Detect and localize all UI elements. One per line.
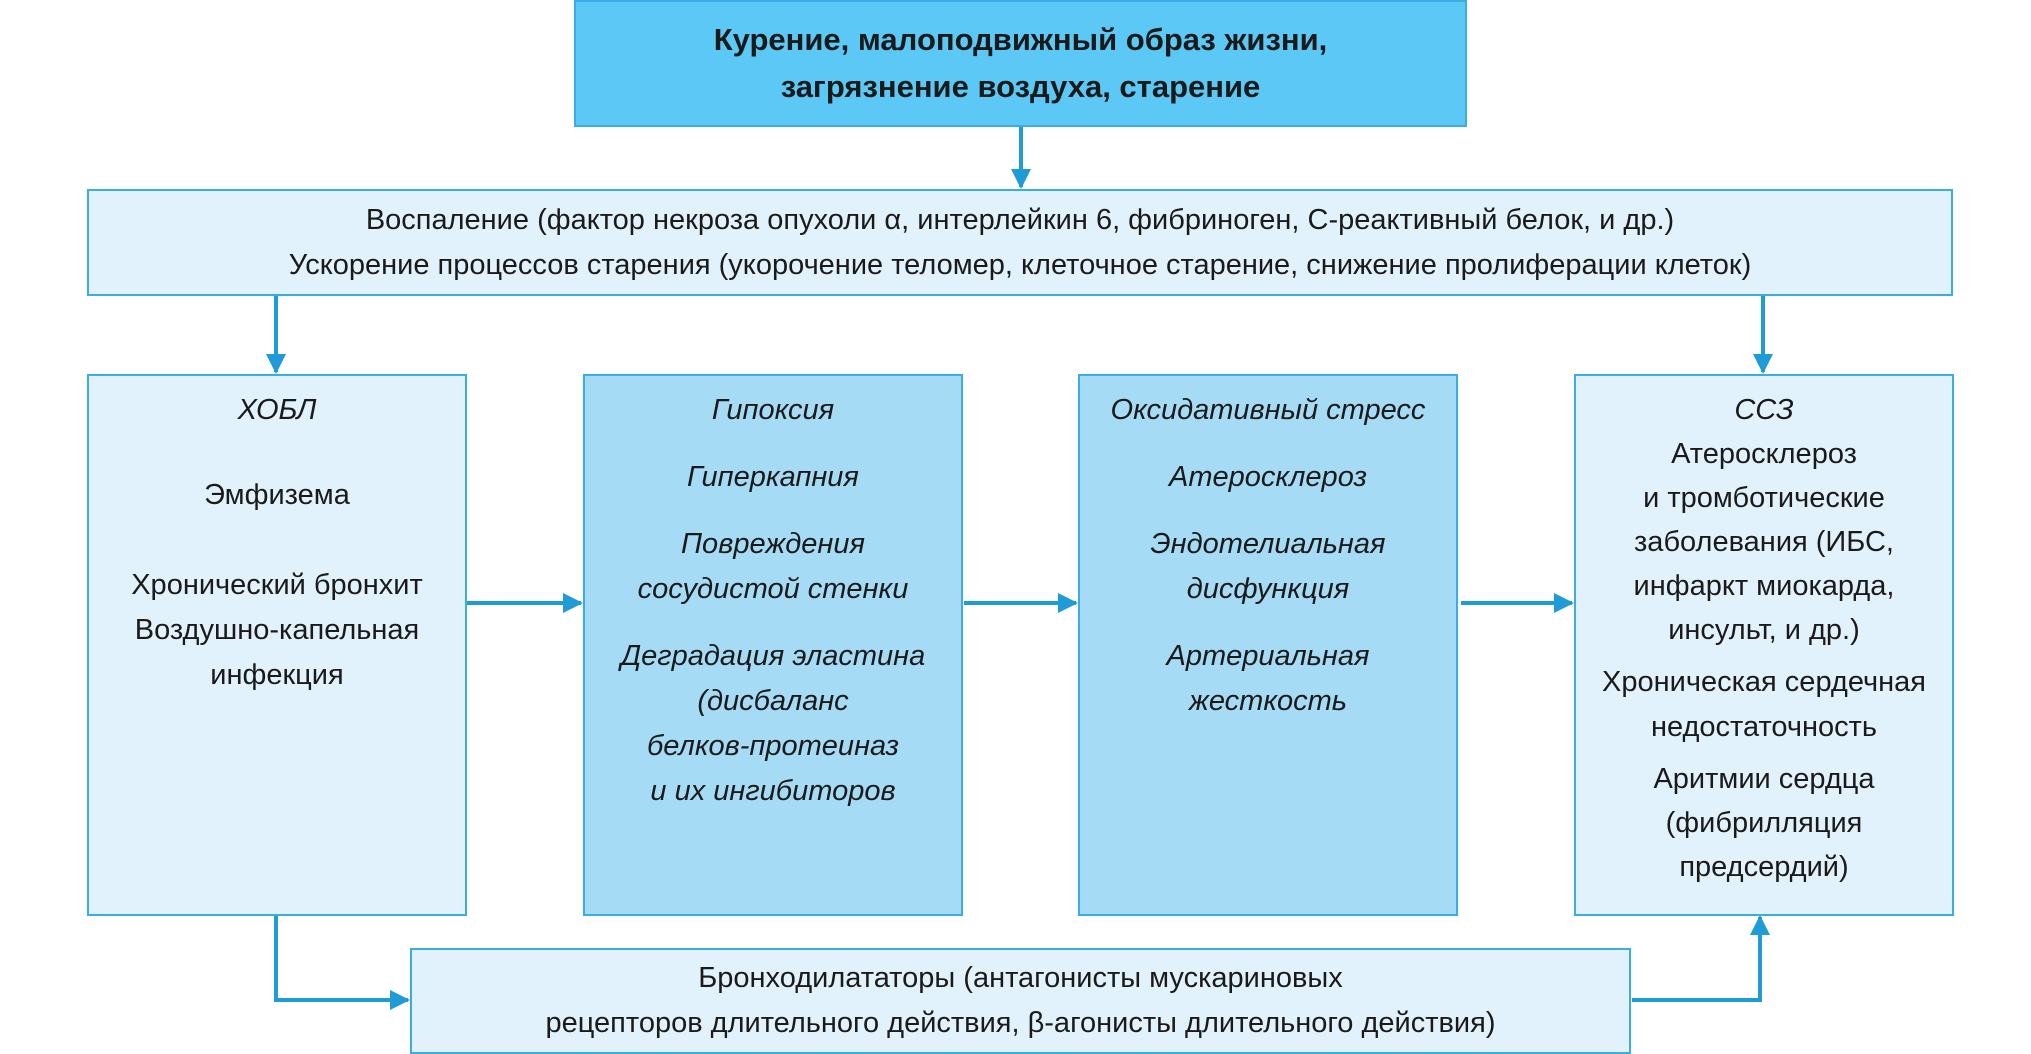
oxidative-item: Оксидативный стресс [1110,394,1426,426]
hypoxia-item: Повреждения [681,527,865,560]
hypoxia-item: Гипоксия [711,394,835,426]
cvd-item: Аритмии сердца [1653,762,1875,795]
hypoxia-item: Гиперкапния [687,460,859,493]
oxidative-item: Артериальная [1166,639,1370,672]
cvd-item: инсульт, и др.) [1668,614,1860,647]
cvd-title: ССЗ [1734,394,1794,426]
hypoxia-item: (дисбаланс [697,684,849,717]
cvd-item: недостаточность [1650,710,1878,743]
cvd-item: предсердий) [1679,850,1849,883]
arrow-bronchodilators-to-cvd [1632,915,1770,1002]
copd-item: Воздушно-капельная [134,613,420,646]
risk-factors-box: Курение, малоподвижный образ жизни, загр… [574,0,1467,127]
hypoxia-box: Гипоксия Гиперкапния Повреждения сосудис… [583,374,963,916]
arrow-copd-to-bronchodilators [274,915,410,1010]
copd-title: ХОБЛ [237,394,317,426]
hypoxia-item: белков-протеиназ [646,729,899,762]
risk-factors-line2: загрязнение воздуха, старение [780,68,1261,104]
cvd-item: и тромботические [1643,482,1885,515]
bronchodilators-line2: рецепторов длительного действия, β-агони… [545,1007,1496,1039]
oxidative-item: дисфункция [1186,572,1350,605]
oxidative-stress-box: Оксидативный стресс Атеросклероз Эндотел… [1078,374,1458,916]
oxidative-item: Атеросклероз [1169,460,1367,493]
copd-item: Хронический бронхит [131,568,423,601]
inflammation-box: Воспаление (фактор некроза опухоли α, ин… [87,189,1953,296]
oxidative-item: жесткость [1188,684,1348,717]
hypoxia-item: Деградация эластина [620,639,926,672]
inflammation-line1: Воспаление (фактор некроза опухоли α, ин… [365,203,1675,236]
hypoxia-item: сосудистой стенки [637,572,909,605]
cvd-item: заболевания (ИБС, [1634,526,1894,559]
cvd-item: Хроническая сердечная [1602,666,1926,699]
risk-factors-line1: Курение, малоподвижный образ жизни, [713,22,1328,57]
oxidative-item: Эндотелиальная [1150,527,1386,560]
cvd-item: инфаркт миокарда, [1633,570,1895,603]
bronchodilators-box: Бронходилататоры (антагонисты мускаринов… [410,948,1631,1054]
cvd-item: (фибрилляция [1665,806,1863,839]
copd-item: Эмфизема [204,478,350,511]
bronchodilators-line1: Бронходилататоры (антагонисты мускаринов… [698,962,1343,995]
cvd-box: ССЗ Атеросклероз и тромботические заболе… [1574,374,1954,916]
copd-box: ХОБЛ Эмфизема Хронический бронхит Воздуш… [87,374,467,916]
cvd-item: Атеросклероз [1671,438,1857,471]
copd-item: инфекция [210,658,344,691]
hypoxia-item: и их ингибиторов [650,774,896,807]
inflammation-line2: Ускорение процессов старения (укорочение… [288,248,1752,281]
